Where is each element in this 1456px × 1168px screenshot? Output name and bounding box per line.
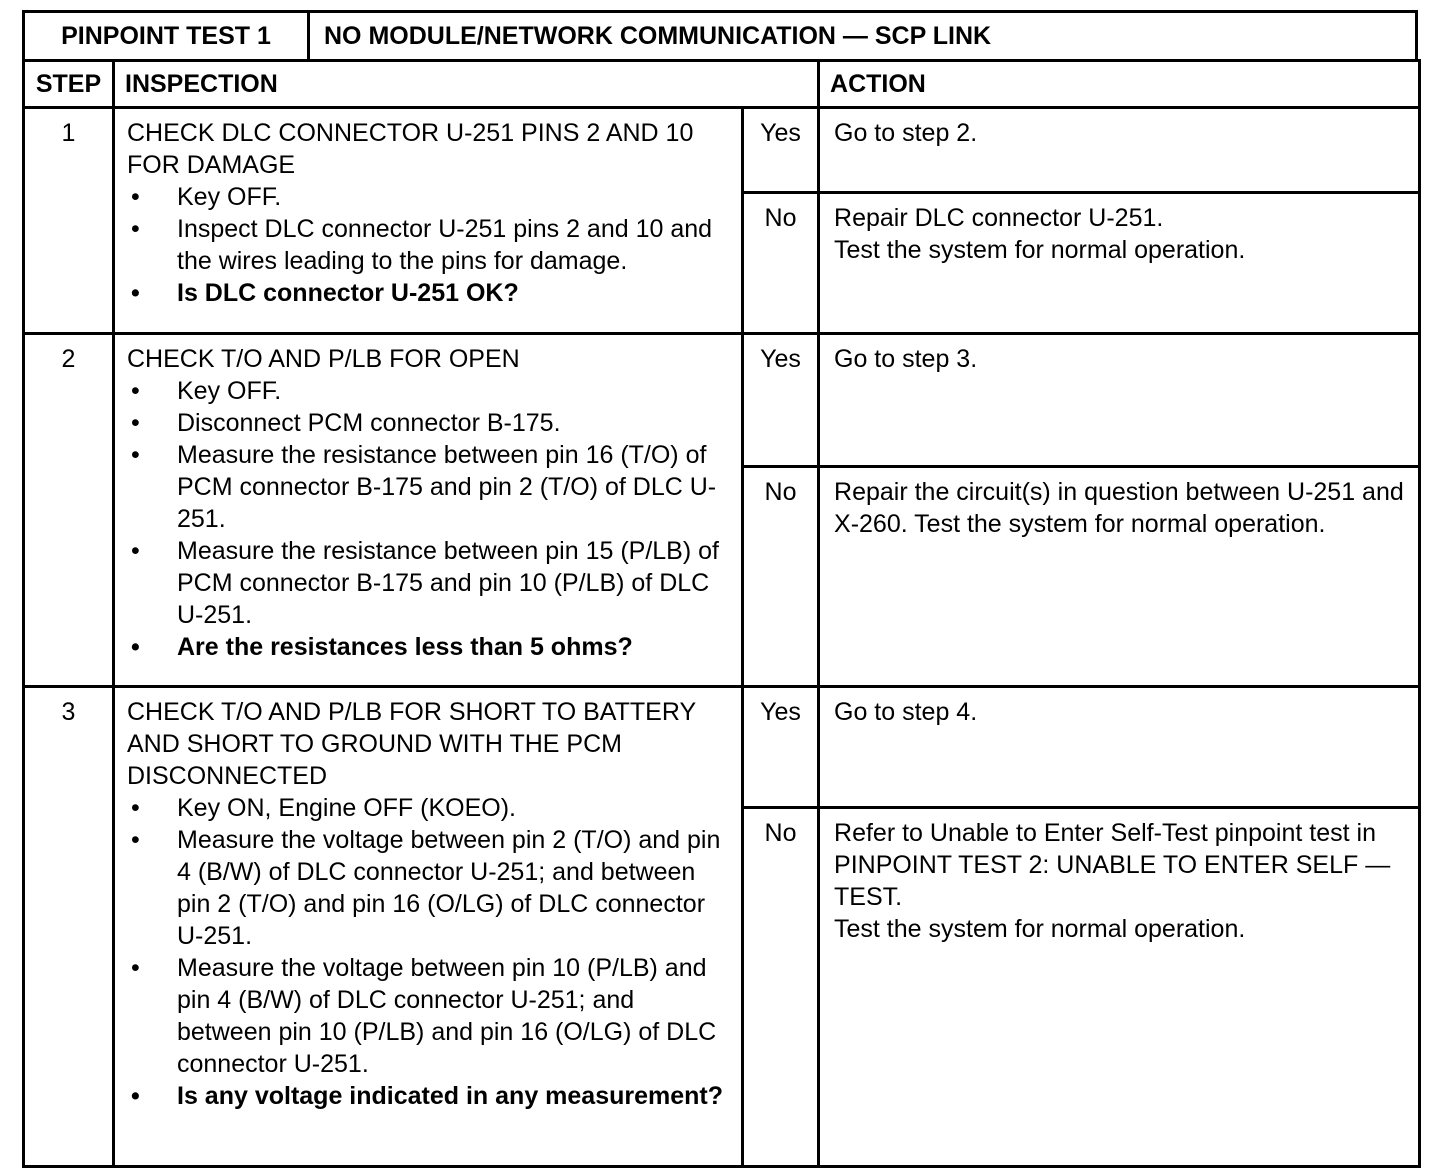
bullet-text: Measure the voltage between pin 10 (P/LB… [177,954,717,1078]
step-row-no: No Repair DLC connector U-251. Test the sy… [24,191,1422,335]
pinpoint-test-document: PINPOINT TEST 1 NO MODULE/NETWORK COMMUN… [22,10,1422,1168]
inspection-bullet: • Key OFF. [127,375,729,407]
inspection-question: • Are the resistances less than 5 ohms? [127,631,729,663]
inspection-title: CHECK DLC CONNECTOR U-251 PINS 2 AND 10 … [127,119,694,179]
bullet-text: Measure the resistance between pin 15 (P… [177,537,719,629]
inspection-bullet: • Disconnect PCM connector B-175. [127,407,729,439]
inspection-question: • Is DLC connector U-251 OK? [127,277,729,309]
bullet-text: Disconnect PCM connector B-175. [177,409,561,437]
inspection-bullet: • Key ON, Engine OFF (KOEO). [127,792,729,824]
bullet-text: Measure the resistance between pin 16 (T… [177,441,717,533]
inspection-title: CHECK T/O AND P/LB FOR SHORT TO BATTERY … [127,698,696,790]
action-text: Repair DLC connector U-251. [834,204,1164,233]
bullet-icon: • [131,215,140,243]
column-header-action: ACTION [817,59,1422,109]
inspection-title: CHECK T/O AND P/LB FOR OPEN [127,345,520,373]
step-inspection: CHECK DLC CONNECTOR U-251 PINS 2 AND 10 … [112,106,744,335]
test-header: PINPOINT TEST 1 NO MODULE/NETWORK COMMUN… [22,10,1418,62]
test-title: NO MODULE/NETWORK COMMUNICATION — SCP LI… [307,10,1418,62]
bullet-icon: • [131,1082,140,1110]
bullet-icon: • [131,826,140,854]
bullet-icon: • [131,794,140,822]
bullet-text: Key ON, Engine OFF (KOEO). [177,794,516,822]
bullet-text: Key OFF. [177,377,282,405]
action-text: Test the system for normal operation. [834,915,1246,944]
inspection-question: • Is any voltage indicated in any measure… [127,1080,729,1112]
action-text: Test the system for normal operation. [834,236,1246,265]
action-yes: Go to step 2. [817,105,1422,195]
bullet-icon: • [131,279,140,307]
bullet-text: Is any voltage indicated in any measurem… [177,1082,724,1110]
inspection-bullets: • Key OFF. • Inspect DLC connector U-251 pi… [127,181,729,309]
bullet-icon: • [131,409,140,437]
bullet-text: Is DLC connector U-251 OK? [177,279,519,307]
answer-no: No [740,191,821,335]
column-header-row: STEP INSPECTION ACTION [22,59,1422,109]
inspection-bullet: • Measure the voltage between pin 10 (P/L… [127,952,729,1080]
inspection-bullet: • Measure the voltage between pin 2 (T/O)… [127,824,729,952]
bullet-icon: • [131,537,140,565]
bullet-icon: • [131,183,140,211]
answer-no: No [740,465,821,688]
bullet-icon: • [131,377,140,405]
bullet-text: Are the resistances less than 5 ohms? [177,633,633,661]
action-text: Go to step 3. [834,345,978,373]
answer-yes: Yes [740,684,821,810]
answer-no: No [740,806,821,1168]
step-inspection: CHECK T/O AND P/LB FOR SHORT TO BATTERY … [112,685,744,1168]
action-text: Go to step 2. [834,119,978,147]
step-number: 2 [22,332,115,688]
inspection-bullet: • Measure the resistance between pin 15 (… [127,535,729,631]
action-no: Repair DLC connector U-251. Test the syst… [817,191,1422,335]
action-yes: Go to step 3. [817,331,1422,469]
step-inspection: CHECK T/O AND P/LB FOR OPEN • Key OFF. • Dis… [112,332,744,688]
action-no: Repair the circuit(s) in question betwee… [817,465,1422,688]
action-text: Refer to Unable to Enter Self-Test pinpo… [834,819,1391,912]
inspection-bullets: • Key OFF. • Disconnect PCM connector B-175… [127,375,729,663]
answer-yes: Yes [740,105,821,195]
action-text: Repair the circuit(s) in question betwee… [834,478,1404,539]
answer-yes: Yes [740,331,821,469]
inspection-bullet: • Inspect DLC connector U-251 pins 2 and … [127,213,729,277]
bullet-text: Measure the voltage between pin 2 (T/O) … [177,826,721,950]
test-name: PINPOINT TEST 1 [22,10,310,62]
action-text: Go to step 4. [834,698,978,726]
inspection-bullets: • Key ON, Engine OFF (KOEO). • Measure the … [127,792,729,1112]
column-header-step: STEP [22,59,115,109]
inspection-bullet: • Measure the resistance between pin 16 (… [127,439,729,535]
inspection-bullet: • Key OFF. [127,181,729,213]
bullet-text: Inspect DLC connector U-251 pins 2 and 1… [177,215,713,275]
action-no: Refer to Unable to Enter Self-Test pinpo… [817,806,1422,1168]
bullet-icon: • [131,441,140,469]
column-header-inspection: INSPECTION [111,59,821,109]
bullet-icon: • [131,954,140,982]
bullet-icon: • [131,633,140,661]
action-yes: Go to step 4. [817,684,1422,810]
step-number: 1 [22,106,115,335]
bullet-text: Key OFF. [177,183,282,211]
step-number: 3 [22,685,115,1168]
